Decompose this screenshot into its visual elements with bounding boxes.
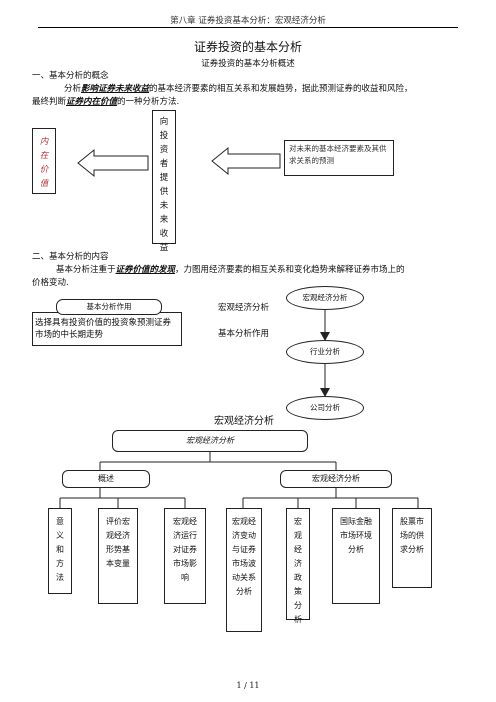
arrow-left-1	[77, 148, 149, 178]
future-return-text: 向投资者提供未来收益	[159, 117, 169, 253]
role-body: 选择具有投资价值的投资象预测证券市场的中长期走势	[35, 318, 172, 340]
leaf-significance: 意义和方法	[48, 508, 72, 594]
tree-root: 宏观经济分析	[112, 430, 308, 452]
node-macro: 宏观经济分析	[286, 286, 364, 310]
intrinsic-value-text: 内在价值	[39, 137, 49, 189]
section2-heading: 二、基本分析的内容	[32, 252, 109, 262]
s2-p-pre: 基本分析注重于	[56, 265, 116, 275]
label-role: 基本分析作用	[218, 329, 270, 339]
section1-paragraph: 分析影响证券未来收益的基本经济要素的相互关系和发展趋势，据此预测证券的收益和风险…	[32, 83, 462, 109]
arrow-down-2	[320, 364, 330, 397]
intrinsic-value-box: 内在价值	[32, 128, 56, 194]
tree-branch-macro: 宏观经济分析	[280, 470, 392, 488]
s1-p2-post: 的一种分析方法.	[117, 97, 180, 107]
doc-title: 证券投资的基本分析	[193, 40, 302, 54]
section1-heading: 一、基本分析的概念	[32, 71, 109, 81]
tree-title: 宏观经济分析	[214, 416, 274, 427]
arrow-down-1	[320, 310, 330, 341]
leaf-policy: 宏观经济政策分析	[286, 508, 310, 624]
label-macro: 宏观经济分析	[218, 303, 270, 313]
forecast-text: 对未来的基本经济要素及其供求关系的预测	[289, 144, 387, 165]
node-industry: 行业分析	[286, 340, 364, 364]
leaf-fluctuation-relation: 宏观经济变动与证券市场波动关系分析	[226, 508, 262, 632]
leaf-variables: 评价宏观经济形势基本变量	[98, 508, 138, 604]
s2-p-line2: 价格变动.	[32, 278, 69, 288]
s1-p2-pre: 最终判断	[32, 97, 67, 107]
section2-paragraph: 基本分析注重于证券价值的发现，力图用经济要素的相互关系和变化趋势来解释证券市场上…	[32, 264, 472, 290]
running-header: 第八章 证券投资基本分析：宏观经济分析	[170, 16, 326, 26]
s2-p-em: 证券价值的发现	[115, 265, 176, 275]
s1-p-em2: 证券内在价值	[66, 97, 118, 107]
forecast-box: 对未来的基本经济要素及其供求关系的预测	[284, 140, 394, 176]
tree-branch-overview: 概述	[62, 470, 150, 488]
s1-p-pre: 分析	[64, 84, 82, 94]
s1-p-mid: 的基本经济要素的相互关系和发展趋势，据此预测证券的收益和风险，	[149, 84, 413, 94]
leaf-operation-impact: 宏观经济运行对证券市场影响	[164, 508, 206, 604]
leaf-supply-demand: 股票市场的供求分析	[392, 508, 432, 588]
role-tab: 基本分析作用	[56, 299, 162, 315]
page-number: 1 / 11	[236, 681, 260, 690]
s2-p-post: ，力图用经济要素的相互关系和变化趋势来解释证券市场上的	[175, 265, 405, 275]
header-rule	[38, 27, 458, 28]
role-box: 选择具有投资价值的投资象预测证券市场的中长期走势	[32, 312, 182, 346]
node-company: 公司分析	[286, 396, 364, 420]
future-return-box: 向投资者提供未来收益	[152, 110, 176, 253]
arrow-left-2	[211, 146, 281, 176]
doc-subtitle: 证券投资的基本分析概述	[201, 59, 295, 69]
leaf-international: 国际金融市场环境分析	[332, 508, 380, 604]
tree-connectors	[59, 452, 419, 508]
s1-p-em1: 影响证券未来收益	[81, 84, 150, 94]
